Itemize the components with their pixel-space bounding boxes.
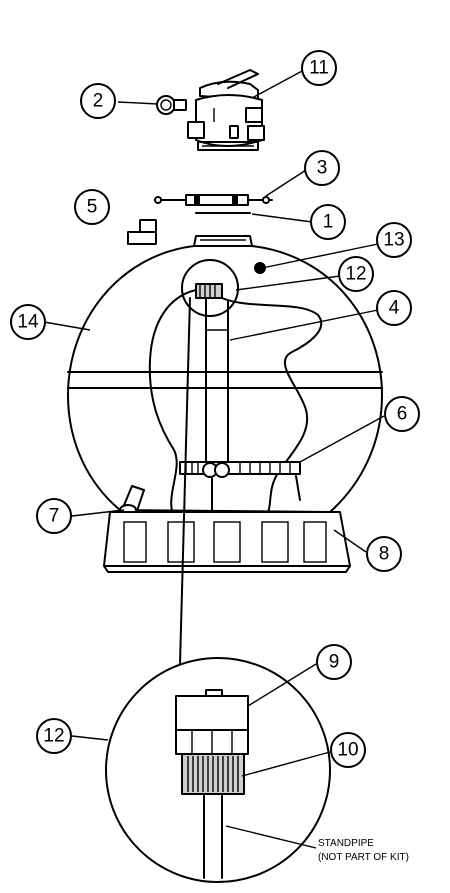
- svg-text:13: 13: [383, 230, 404, 251]
- callout-8: 8: [366, 536, 402, 572]
- base-stand: [103, 511, 351, 573]
- svg-text:3: 3: [317, 158, 328, 179]
- svg-text:1: 1: [323, 212, 334, 233]
- multiport-valve: [187, 69, 265, 151]
- callout-7: 7: [36, 498, 72, 534]
- strainer-slots: [187, 756, 239, 792]
- callout-2: 2: [80, 83, 116, 119]
- callout-10: 10: [330, 732, 366, 768]
- svg-text:14: 14: [17, 312, 39, 333]
- callout-11: 11: [301, 50, 337, 86]
- svg-text:2: 2: [93, 91, 104, 112]
- not-part-of-kit-label: (NOT PART OF KIT): [318, 852, 409, 863]
- leader-lines: [43, 69, 385, 849]
- svg-text:4: 4: [389, 298, 400, 319]
- svg-text:12: 12: [43, 726, 64, 747]
- callout-12-lower: 12: [36, 718, 72, 754]
- air-relief-plug: [254, 262, 266, 274]
- clamp-assembly: [154, 194, 273, 206]
- svg-text:7: 7: [49, 506, 60, 527]
- svg-text:9: 9: [329, 652, 340, 673]
- detail-view-circle: [105, 657, 331, 883]
- svg-text:12: 12: [345, 264, 366, 285]
- drain-cap: [127, 219, 157, 245]
- svg-text:6: 6: [397, 404, 408, 425]
- callout-6: 6: [384, 396, 420, 432]
- standpipe-note: STANDPIPE (NOT PART OF KIT): [318, 838, 409, 863]
- filter-internals: [148, 259, 322, 534]
- tank-neck: [193, 235, 253, 247]
- callout-13: 13: [376, 222, 412, 258]
- callout-3: 3: [304, 150, 340, 186]
- callout-12-upper: 12: [338, 256, 374, 292]
- callout-9: 9: [316, 644, 352, 680]
- pressure-gauge: [156, 95, 187, 115]
- callout-1: 1: [310, 204, 346, 240]
- svg-text:11: 11: [309, 58, 329, 79]
- callout-5: 5: [74, 189, 110, 225]
- standpipe-label: STANDPIPE: [318, 838, 374, 849]
- svg-text:10: 10: [337, 740, 358, 761]
- svg-text:8: 8: [379, 544, 390, 565]
- callout-14: 14: [10, 304, 46, 340]
- callout-4: 4: [376, 290, 412, 326]
- svg-text:5: 5: [87, 197, 98, 218]
